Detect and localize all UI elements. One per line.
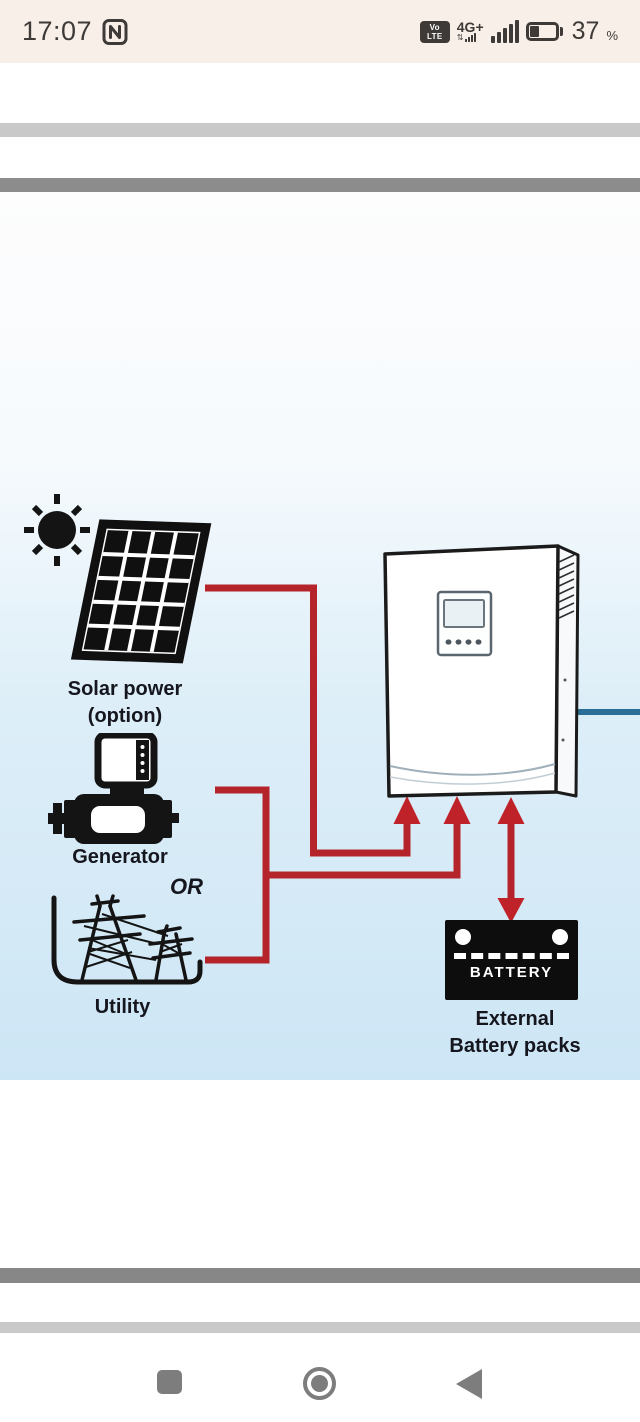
inverter-system-diagram: Solar power (option) Generator OR: [0, 192, 640, 1080]
nfc-icon: [102, 18, 128, 46]
vent-hatch: [558, 554, 575, 619]
inverter-unit: [383, 544, 580, 798]
network-indicator: 4G+ ⇅: [456, 19, 484, 42]
battery-dash-line: [454, 953, 569, 959]
data-arrows-icon: ⇅: [456, 33, 464, 42]
back-triangle-icon[interactable]: [456, 1369, 482, 1399]
utility-label: Utility: [94, 996, 151, 1018]
external-battery-label: External Battery packs: [449, 1008, 581, 1057]
volte-badge-icon: Vo LTE: [419, 20, 450, 43]
connection-lines: [205, 584, 640, 964]
status-bar: 17:07 Vo LTE 4G+ ⇅: [0, 0, 640, 63]
battery-percent-text: 37: [571, 17, 600, 45]
battery-icon: BATTERY: [445, 920, 578, 1000]
separator-bar-dark: [0, 178, 640, 192]
status-indicators: Vo LTE 4G+ ⇅ 37 %: [419, 17, 618, 46]
utility-towers-icon: [51, 894, 203, 985]
mini-signal-icon: ⇅: [457, 33, 477, 42]
clock-text: 17:07: [22, 16, 93, 46]
generator-label: Generator: [72, 846, 168, 868]
network-type-text: 4G+: [456, 19, 484, 35]
solar-panel-icon: [70, 519, 212, 664]
separator-bar-light: [0, 1322, 640, 1333]
battery-level-icon: [525, 22, 563, 41]
separator-bar-light: [0, 123, 640, 137]
volte-text-top: Vo: [429, 22, 440, 32]
separator-bar-dark: [0, 1268, 640, 1283]
solar-label: Solar power (option): [67, 678, 183, 727]
percent-sign: %: [606, 28, 618, 43]
home-circle-icon[interactable]: [303, 1367, 336, 1400]
panel-buttons: [445, 639, 482, 645]
sun-icon: [24, 494, 90, 566]
battery-terminal: [455, 929, 471, 945]
generator-icon: [48, 733, 179, 844]
lcd-screen: [443, 599, 485, 628]
battery-terminal: [552, 929, 568, 945]
recents-square-icon[interactable]: [157, 1370, 182, 1394]
battery-text: BATTERY: [469, 964, 554, 981]
or-label: OR: [170, 874, 203, 899]
signal-bars-icon: [490, 20, 519, 43]
volte-text-bottom: LTE: [427, 31, 443, 41]
